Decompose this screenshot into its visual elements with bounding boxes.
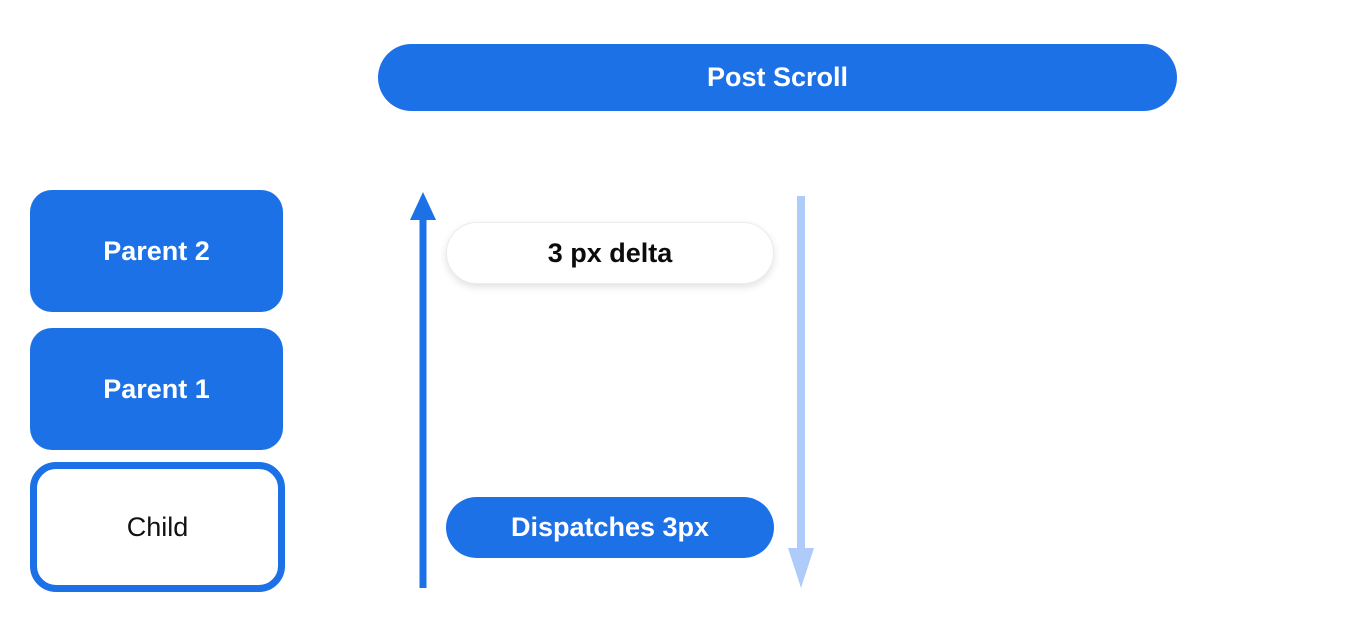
dispatch-pill: Dispatches 3px — [446, 497, 774, 558]
node-child-label: Child — [126, 511, 189, 542]
node-parent-1-label: Parent 1 — [103, 373, 210, 404]
down-arrow-icon — [788, 196, 814, 588]
node-parent-1: Parent 1 — [30, 328, 283, 450]
up-arrow-icon — [410, 192, 436, 588]
dispatch-pill-label: Dispatches 3px — [510, 512, 710, 542]
node-parent-2: Parent 2 — [30, 190, 283, 312]
post-scroll-banner-label: Post Scroll — [706, 62, 849, 92]
node-parent-2-label: Parent 2 — [103, 235, 210, 266]
delta-pill: 3 px delta — [446, 222, 774, 284]
delta-pill-label: 3 px delta — [547, 237, 673, 268]
post-scroll-banner: Post Scroll — [378, 44, 1177, 111]
node-child: Child — [30, 462, 285, 592]
